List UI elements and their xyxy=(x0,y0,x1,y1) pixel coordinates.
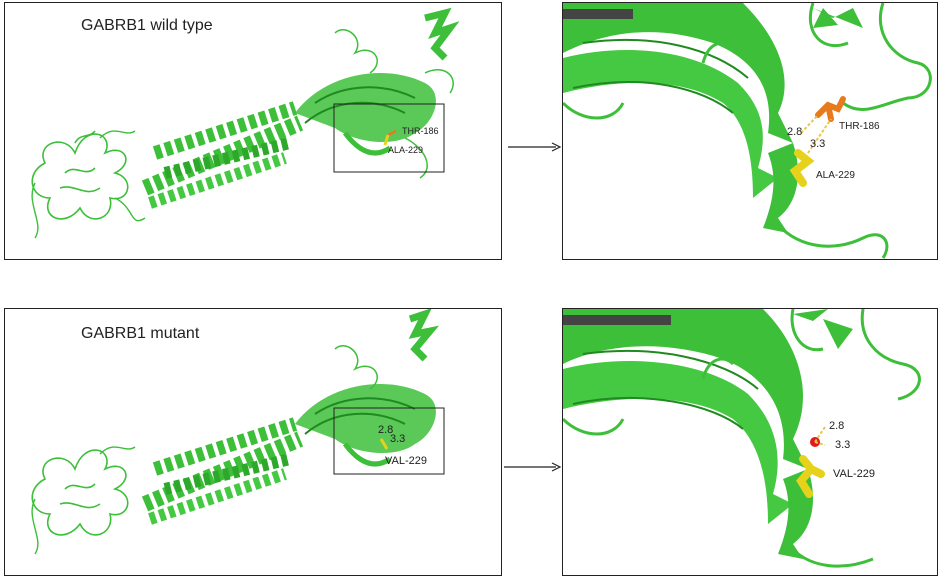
panel-b-overview-dist-1: 2.8 xyxy=(378,424,393,436)
panel-a-zoom-structure: 2.8 3.3 THR-186 ALA-229 xyxy=(563,3,932,259)
panel-a-overview-thr-label: THR-186 xyxy=(402,126,439,136)
loop-domain xyxy=(31,449,129,536)
panel-b-title: GABRB1 mutant xyxy=(81,325,200,342)
panel-a-structure: THR-186 ALA-229 xyxy=(31,7,460,239)
loop-domain xyxy=(31,130,129,220)
panel-b-inset-box xyxy=(333,407,445,475)
ala-229-residue xyxy=(789,149,815,187)
panel-b-zoom-dist-2: 3.3 xyxy=(835,439,850,451)
transmembrane-helices xyxy=(141,417,304,525)
panel-a-overview: GABRB1 wild type THR-186 ALA-229 xyxy=(4,2,502,260)
panel-b-zoom-dist-1: 2.8 xyxy=(829,420,844,432)
panel-a-zoom-dist-2: 3.3 xyxy=(810,138,825,150)
panel-a-arrow xyxy=(508,142,562,152)
panel-a-overview-ala-label: ALA-229 xyxy=(388,145,423,155)
val-229-residue xyxy=(796,455,825,498)
panel-a-zoom-dist-1: 2.8 xyxy=(787,126,802,138)
thr-186-residue xyxy=(815,96,846,122)
panel-a-inset-box xyxy=(333,103,445,173)
hydrogen-bonds xyxy=(814,426,826,446)
panel-b-overview-dist-2: 3.3 xyxy=(390,433,405,445)
extracellular-domain xyxy=(295,7,460,179)
panel-a-title: GABRB1 wild type xyxy=(81,17,213,34)
panel-b-overview: GABRB1 mutant 2.8 3.3 VAL-229 xyxy=(4,308,502,576)
panel-b-zoom-structure: 2.8 3.3 VAL-229 xyxy=(563,309,921,568)
panel-b-overview-val-label: VAL-229 xyxy=(385,455,427,467)
panel-a-zoom-thr-label: THR-186 xyxy=(839,121,880,132)
panel-b-zoom: 2.8 3.3 VAL-229 xyxy=(562,308,938,576)
panel-b-structure: 2.8 3.3 VAL-229 xyxy=(31,309,445,555)
panel-a-zoom-ala-label: ALA-229 xyxy=(816,170,855,181)
hydrogen-bonds xyxy=(800,114,832,154)
panel-b-arrow xyxy=(504,462,562,472)
extracellular-domain xyxy=(295,309,440,467)
panel-b-zoom-val-label: VAL-229 xyxy=(833,468,875,480)
transmembrane-helices xyxy=(141,101,304,209)
panel-a-zoom: 2.8 3.3 THR-186 ALA-229 xyxy=(562,2,938,260)
